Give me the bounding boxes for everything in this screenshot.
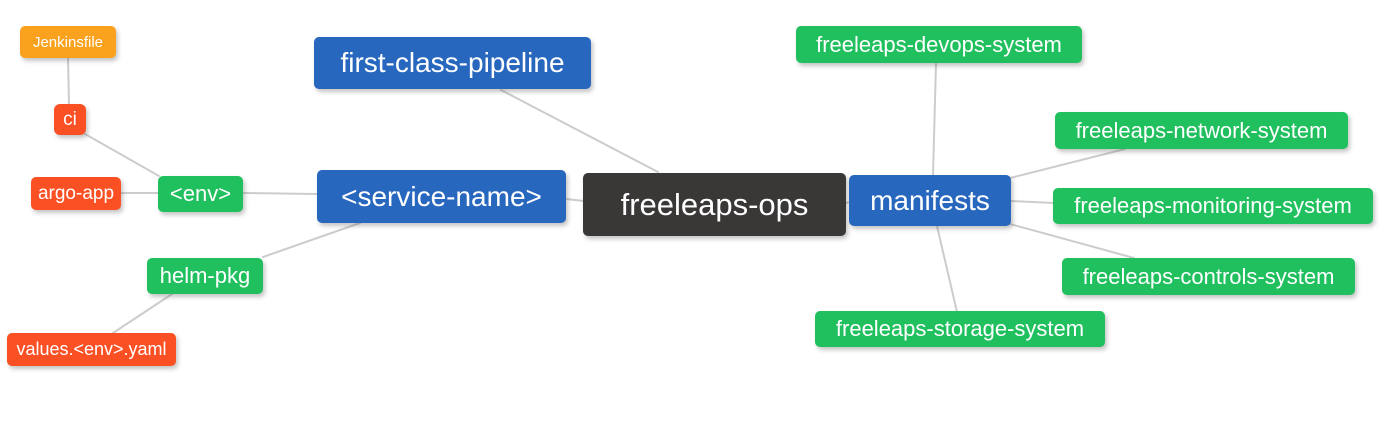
- node-freeleaps-ops-label: freeleaps-ops: [620, 186, 809, 222]
- node-helm-pkg-label: helm-pkg: [159, 263, 251, 288]
- edge-manifests-monitoring-system: [1010, 200, 1055, 204]
- node-env[interactable]: <env>: [158, 176, 243, 212]
- node-first-class-pipeline-label: first-class-pipeline: [340, 47, 565, 78]
- edge-helm-pkg-values-env-yaml: [112, 293, 173, 334]
- edge-manifests-storage-system: [936, 225, 958, 313]
- edge-manifests-devops-system: [932, 63, 937, 176]
- node-jenkinsfile[interactable]: Jenkinsfile: [20, 26, 116, 58]
- node-ci-label: ci: [63, 108, 77, 130]
- node-values-env-yaml[interactable]: values.<env>.yaml: [7, 333, 176, 366]
- edge-manifests-network-system: [1009, 148, 1126, 179]
- node-jenkinsfile-label: Jenkinsfile: [32, 33, 104, 51]
- node-freeleaps-controls-system-label: freeleaps-controls-system: [1082, 263, 1335, 289]
- node-argo-app-label: argo-app: [37, 182, 115, 204]
- node-first-class-pipeline[interactable]: first-class-pipeline: [314, 37, 591, 89]
- node-manifests-label: manifests: [870, 184, 990, 216]
- node-argo-app[interactable]: argo-app: [31, 177, 121, 210]
- node-freeleaps-network-system-label: freeleaps-network-system: [1075, 117, 1328, 143]
- edge-first-class-pipeline-ops: [500, 89, 659, 173]
- node-freeleaps-storage-system-label: freeleaps-storage-system: [835, 316, 1085, 341]
- edge-jenkinsfile-ci: [67, 57, 70, 105]
- node-freeleaps-controls-system[interactable]: freeleaps-controls-system: [1062, 258, 1355, 295]
- node-manifests[interactable]: manifests: [849, 175, 1011, 226]
- node-helm-pkg[interactable]: helm-pkg: [147, 258, 263, 294]
- edge-ci-env: [84, 133, 160, 177]
- node-freeleaps-ops[interactable]: freeleaps-ops: [583, 173, 846, 236]
- node-ci[interactable]: ci: [54, 104, 86, 135]
- node-freeleaps-devops-system[interactable]: freeleaps-devops-system: [796, 26, 1082, 63]
- node-freeleaps-monitoring-system-label: freeleaps-monitoring-system: [1074, 193, 1352, 218]
- edge-manifests-controls-system: [1009, 223, 1135, 259]
- edge-env-service-name: [242, 192, 318, 195]
- edge-service-name-ops: [565, 198, 585, 202]
- node-freeleaps-devops-system-label: freeleaps-devops-system: [816, 31, 1062, 57]
- node-service-name[interactable]: <service-name>: [317, 170, 566, 223]
- edge-service-name-helm-pkg: [262, 222, 361, 258]
- node-freeleaps-network-system[interactable]: freeleaps-network-system: [1055, 112, 1348, 149]
- node-freeleaps-monitoring-system[interactable]: freeleaps-monitoring-system: [1053, 188, 1373, 224]
- node-freeleaps-storage-system[interactable]: freeleaps-storage-system: [815, 311, 1105, 347]
- node-service-name-label: <service-name>: [341, 180, 542, 212]
- node-env-label: <env>: [169, 181, 232, 206]
- node-values-env-yaml-label: values.<env>.yaml: [16, 339, 167, 359]
